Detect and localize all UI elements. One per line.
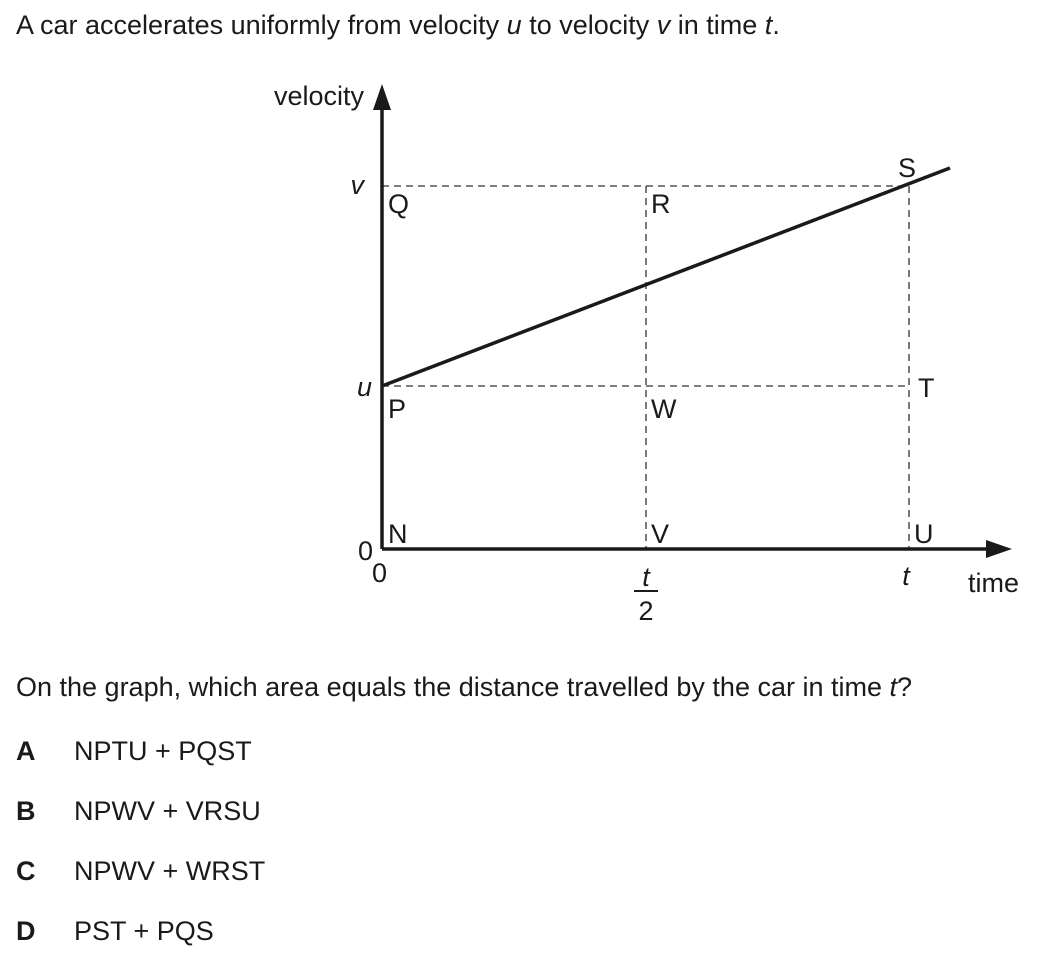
x-tick-t: t [902,561,911,591]
origin-x-label: 0 [372,558,387,588]
intro-v-symbol: v [656,10,671,40]
x-tick-half-denominator: 2 [638,596,653,626]
option-a[interactable]: A NPTU + PQST [16,734,252,768]
option-letter: B [16,796,36,826]
point-label-v: V [651,519,669,549]
question-part: On the graph, which area equals the dist… [16,672,890,702]
point-label-q: Q [388,189,409,219]
origin-y-label: 0 [358,536,373,566]
point-label-w: W [651,394,677,424]
intro-part: A car accelerates uniformly from velocit… [16,10,507,40]
intro-part: to velocity [521,10,657,40]
y-tick-u: u [357,372,372,402]
point-label-s: S [898,153,916,183]
y-tick-v: v [351,170,366,200]
option-text: PST + PQS [74,916,214,946]
intro-period: . [772,10,780,40]
point-label-n: N [388,519,408,549]
point-label-p: P [388,394,406,424]
option-b[interactable]: B NPWV + VRSU [16,794,261,828]
intro-t-symbol: t [764,10,773,40]
point-label-u: U [914,519,934,549]
y-axis-label: velocity [274,81,365,111]
intro-u-symbol: u [506,10,522,40]
option-text: NPWV + VRSU [74,796,261,826]
option-c[interactable]: C NPWV + WRST [16,854,265,888]
point-label-r: R [651,189,671,219]
intro-text: A car accelerates uniformly from velocit… [16,8,780,42]
x-axis-arrowhead [986,540,1012,558]
y-axis-arrowhead [373,84,391,110]
question-mark: ? [897,672,913,702]
x-tick-half-numerator: t [642,562,651,592]
x-axis-label: time [968,568,1019,598]
option-d[interactable]: D PST + PQS [16,914,214,948]
option-letter: A [16,736,36,766]
option-letter: C [16,856,36,886]
velocity-line [381,166,951,388]
intro-part: in time [670,10,765,40]
option-text: NPTU + PQST [74,736,252,766]
question-t-symbol: t [889,672,898,702]
velocity-time-graph: velocity time v u 0 0 t 2 t Q R S P W T … [274,81,1019,626]
option-letter: D [16,916,36,946]
point-label-t: T [918,373,935,403]
question-text: On the graph, which area equals the dist… [16,670,912,704]
option-text: NPWV + WRST [74,856,266,886]
